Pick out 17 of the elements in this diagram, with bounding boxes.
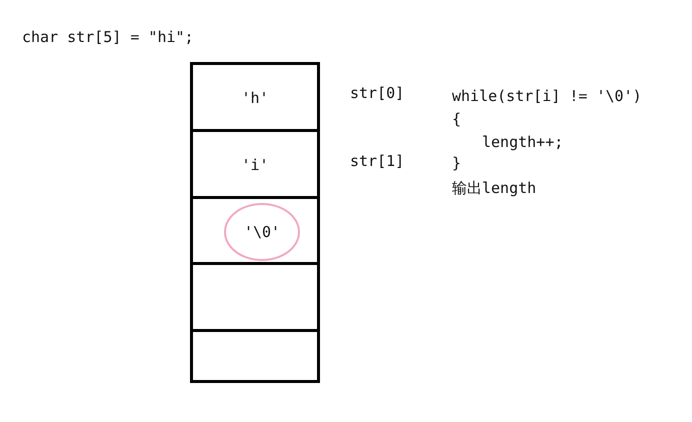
array-cell [190,262,320,331]
code-line: length++; [482,133,564,151]
array-cell [190,62,320,131]
code-line: while(str[i] != '\0') [452,87,642,105]
code-line: 输出length [452,179,536,197]
code-line: { [452,110,462,128]
cell-text: 'h' [241,89,269,107]
index-label: str[1] [350,152,404,170]
array-cell [190,329,320,383]
index-label: str[0] [350,84,404,102]
array-cell [190,196,320,264]
array-cell [190,129,320,198]
circle [224,203,300,261]
code-line: } [452,154,462,172]
declaration-text: char str[5] = "hi"; [22,28,194,46]
cell-text: '\0' [244,223,280,241]
cell-text: 'i' [241,156,269,174]
